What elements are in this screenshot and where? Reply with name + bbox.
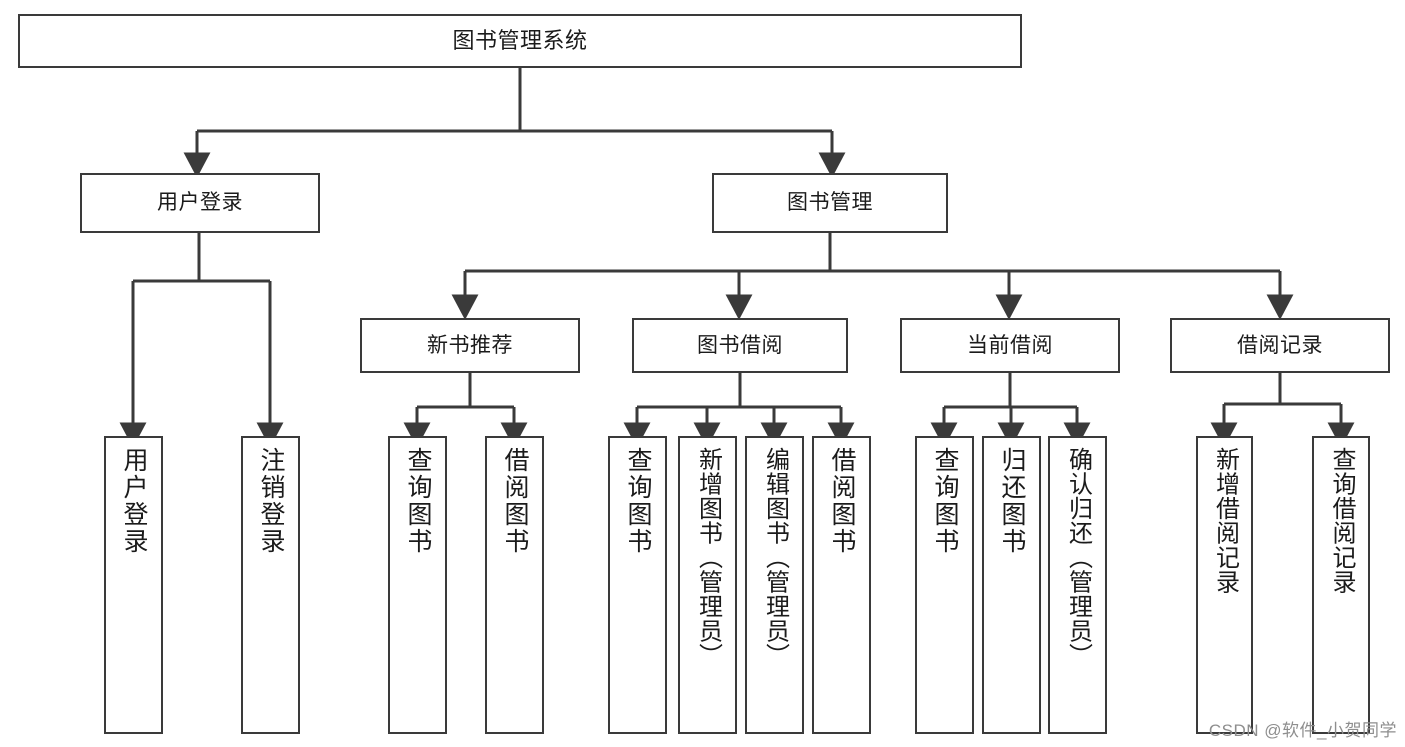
node-book-borrow[interactable]: 图书借阅 [632, 318, 848, 373]
node-label: 借阅图书 [501, 447, 529, 555]
node-label: 用户登录 [157, 191, 243, 215]
node-user-login[interactable]: 用户登录 [80, 173, 320, 233]
leaf-borrow-record-query[interactable]: 查询借阅记录 [1312, 436, 1370, 734]
leaf-borrow-record-add[interactable]: 新增借阅记录 [1196, 436, 1253, 734]
node-label: 借阅图书 [828, 447, 856, 555]
leaf-book-borrow-query[interactable]: 查询图书 [608, 436, 667, 734]
node-label: 用户登录 [120, 447, 148, 555]
node-root-system[interactable]: 图书管理系统 [18, 14, 1022, 68]
leaf-user-login-login[interactable]: 用户登录 [104, 436, 163, 734]
node-book-management[interactable]: 图书管理 [712, 173, 948, 233]
node-label: 新增图书（管理员） [694, 447, 722, 668]
leaf-current-borrow-return[interactable]: 归还图书 [982, 436, 1041, 734]
node-current-borrow[interactable]: 当前借阅 [900, 318, 1120, 373]
csdn-watermark: CSDN @软件_小贺同学 [1208, 721, 1397, 740]
leaf-book-borrow-add[interactable]: 新增图书（管理员） [678, 436, 737, 734]
node-label: 归还图书 [998, 447, 1026, 555]
node-label: 注销登录 [257, 447, 285, 555]
node-borrow-record[interactable]: 借阅记录 [1170, 318, 1390, 373]
leaf-book-borrow-borrow[interactable]: 借阅图书 [812, 436, 871, 734]
node-label: 确认归还（管理员） [1064, 447, 1092, 668]
node-new-book-recommend[interactable]: 新书推荐 [360, 318, 580, 373]
leaf-new-book-borrow[interactable]: 借阅图书 [485, 436, 544, 734]
leaf-user-login-logout[interactable]: 注销登录 [241, 436, 300, 734]
node-label: 查询图书 [931, 447, 959, 555]
node-label: 查询图书 [404, 447, 432, 555]
node-label: 借阅记录 [1237, 333, 1323, 357]
node-label: 新书推荐 [427, 333, 513, 357]
leaf-current-borrow-query[interactable]: 查询图书 [915, 436, 974, 734]
node-label: 图书管理系统 [452, 27, 588, 53]
leaf-book-borrow-edit[interactable]: 编辑图书（管理员） [745, 436, 804, 734]
node-label: 新增借阅记录 [1211, 447, 1239, 594]
node-label: 编辑图书（管理员） [761, 447, 789, 668]
leaf-current-borrow-confirm-return[interactable]: 确认归还（管理员） [1048, 436, 1107, 734]
node-label: 当前借阅 [967, 333, 1053, 357]
node-label: 查询借阅记录 [1328, 447, 1355, 594]
node-label: 查询图书 [624, 447, 652, 555]
node-label: 图书借阅 [697, 333, 783, 357]
leaf-new-book-query[interactable]: 查询图书 [388, 436, 447, 734]
node-label: 图书管理 [787, 191, 873, 215]
